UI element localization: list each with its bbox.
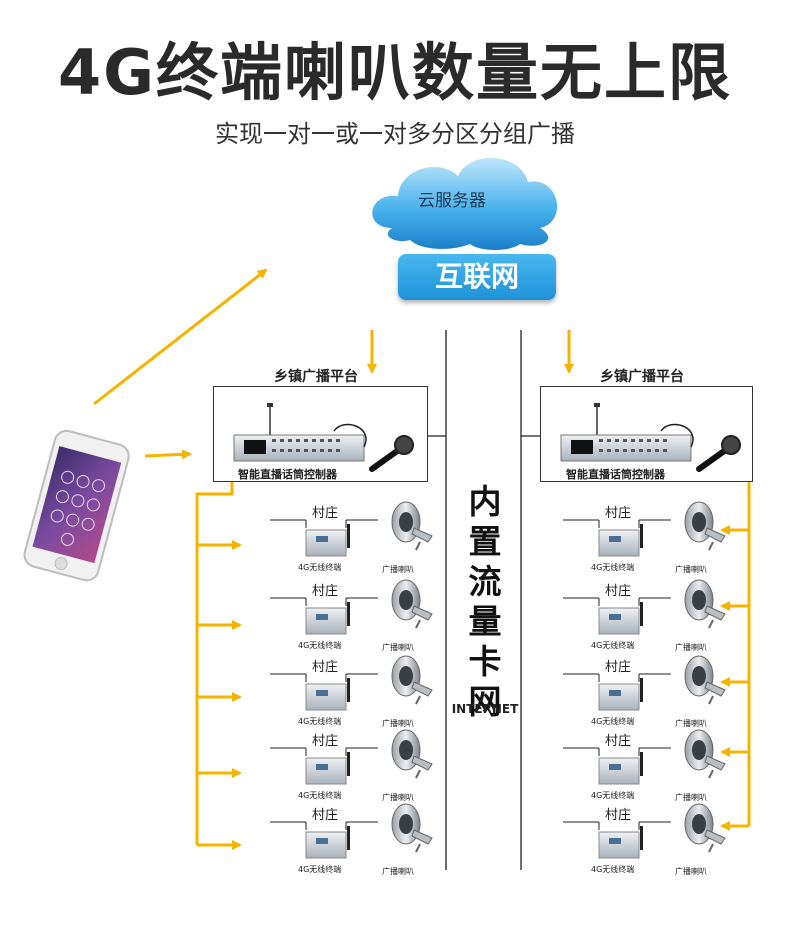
4g-terminal-icon [598, 826, 643, 859]
village-label: 村庄 [605, 506, 632, 521]
right-feed-lines [720, 482, 751, 831]
controller-device-icon [560, 403, 741, 472]
speaker-label: 广播喇叭 [382, 643, 414, 652]
page-subtitle: 实现一对一或一对多分区分组广播 [215, 120, 575, 148]
village-unit-graphic [563, 729, 726, 785]
village-unit-left-1: 村庄 4G无线终端 广播喇叭 [270, 498, 440, 584]
4g-terminal-icon [598, 524, 643, 557]
speaker-label: 广播喇叭 [382, 565, 414, 574]
village-unit-graphic [270, 803, 433, 859]
village-unit-left-5: 村庄 4G无线终端 广播喇叭 [270, 800, 440, 886]
4g-terminal-icon [305, 524, 350, 557]
smartphone-icon [23, 429, 130, 582]
village-unit-graphic [270, 655, 433, 711]
horn-speaker-icon [684, 729, 726, 779]
left-controller-label: 智能直播话筒控制器 [238, 468, 337, 481]
terminal-label: 4G无线终端 [298, 865, 342, 874]
village-label: 村庄 [605, 584, 632, 599]
village-label: 村庄 [312, 808, 339, 823]
speaker-label: 广播喇叭 [675, 793, 707, 802]
village-label: 村庄 [605, 660, 632, 675]
village-label: 村庄 [605, 734, 632, 749]
village-unit-right-3: 村庄 4G无线终端 广播喇叭 [563, 652, 733, 738]
4g-terminal-icon [598, 602, 643, 635]
village-unit-right-1: 村庄 4G无线终端 广播喇叭 [563, 498, 733, 584]
village-unit-graphic [563, 501, 726, 557]
horn-speaker-icon [391, 579, 433, 629]
horn-speaker-icon [391, 501, 433, 551]
terminal-label: 4G无线终端 [298, 791, 342, 800]
terminal-label: 4G无线终端 [591, 791, 635, 800]
phone-to-platform-arrow [144, 449, 192, 460]
left-feed-lines [195, 482, 242, 850]
village-unit-graphic [270, 729, 433, 785]
horn-speaker-icon [684, 655, 726, 705]
left-platform-title: 乡镇广播平台 [274, 369, 358, 385]
right-platform-title: 乡镇广播平台 [600, 369, 684, 385]
horn-speaker-icon [391, 729, 433, 779]
horn-speaker-icon [684, 501, 726, 551]
village-label: 村庄 [312, 734, 339, 749]
terminal-label: 4G无线终端 [591, 717, 635, 726]
village-unit-left-2: 村庄 4G无线终端 广播喇叭 [270, 576, 440, 662]
village-unit-right-4: 村庄 4G无线终端 广播喇叭 [563, 726, 733, 812]
village-unit-right-5: 村庄 4G无线终端 广播喇叭 [563, 800, 733, 886]
4g-terminal-icon [598, 678, 643, 711]
4g-terminal-icon [598, 752, 643, 785]
village-label: 村庄 [312, 660, 339, 675]
village-unit-graphic [563, 579, 726, 635]
cloud-server-label: 云服务器 [418, 191, 486, 211]
microphone-icon [696, 435, 741, 472]
4g-terminal-icon [305, 826, 350, 859]
speaker-label: 广播喇叭 [675, 565, 707, 574]
speaker-label: 广播喇叭 [382, 867, 414, 876]
right-controller-label: 智能直播话筒控制器 [566, 468, 665, 481]
horn-speaker-icon [684, 579, 726, 629]
village-unit-left-3: 村庄 4G无线终端 广播喇叭 [270, 652, 440, 738]
speaker-label: 广播喇叭 [675, 719, 707, 728]
horn-speaker-icon [391, 803, 433, 853]
village-label: 村庄 [605, 808, 632, 823]
speaker-label: 广播喇叭 [382, 793, 414, 802]
cloud-icon [372, 157, 558, 250]
horn-speaker-icon [391, 655, 433, 705]
terminal-label: 4G无线终端 [298, 563, 342, 572]
page-title: 4G终端喇叭数量无上限 [57, 36, 733, 109]
terminal-label: 4G无线终端 [591, 641, 635, 650]
terminal-label: 4G无线终端 [298, 717, 342, 726]
village-unit-graphic [563, 655, 726, 711]
network-label: 内置流量卡网 [468, 482, 502, 721]
speaker-label: 广播喇叭 [675, 643, 707, 652]
village-unit-graphic [270, 501, 433, 557]
village-unit-left-4: 村庄 4G无线终端 广播喇叭 [270, 726, 440, 812]
horn-speaker-icon [684, 803, 726, 853]
village-unit-graphic [270, 579, 433, 635]
terminal-label: 4G无线终端 [298, 641, 342, 650]
speaker-label: 广播喇叭 [675, 867, 707, 876]
4g-terminal-icon [305, 752, 350, 785]
left-platform-box [213, 386, 428, 482]
village-unit-graphic [563, 803, 726, 859]
right-platform-box [540, 386, 753, 482]
network-sub-label: INTERNET [451, 702, 519, 716]
village-label: 村庄 [312, 584, 339, 599]
4g-terminal-icon [305, 678, 350, 711]
village-label: 村庄 [312, 506, 339, 521]
controller-device-icon [233, 403, 414, 472]
phone-to-cloud-arrow [93, 268, 268, 406]
terminal-label: 4G无线终端 [591, 563, 635, 572]
internet-button[interactable]: 互联网 [398, 254, 556, 300]
4g-terminal-icon [305, 602, 350, 635]
speaker-label: 广播喇叭 [382, 719, 414, 728]
village-unit-right-2: 村庄 4G无线终端 广播喇叭 [563, 576, 733, 662]
microphone-icon [369, 435, 414, 472]
terminal-label: 4G无线终端 [591, 865, 635, 874]
